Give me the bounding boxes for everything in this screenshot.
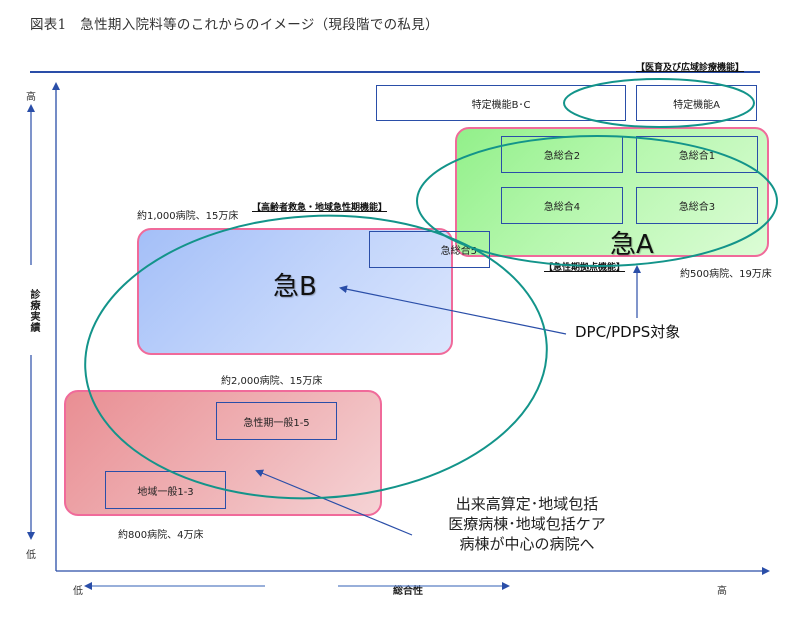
y-axis-high-label: 高 xyxy=(26,92,36,103)
note-arrow-to-general xyxy=(255,469,413,536)
zone-a-count: 約500病院、19万床 xyxy=(680,269,772,280)
dpc-ellipse-zone-b xyxy=(84,214,548,500)
dpc-ellipse-zone-a xyxy=(416,135,778,267)
zone-b-label: 急B xyxy=(273,272,317,302)
note-line: 出来高算定･地域包括 xyxy=(455,495,599,513)
zone-acute-a xyxy=(455,127,769,257)
x-axis-low-label: 低 xyxy=(73,586,83,597)
zone-b-count: 約1,000病院、15万床 xyxy=(137,211,239,222)
zone-general xyxy=(64,390,382,516)
zone-a-label: 急A xyxy=(610,230,654,260)
category-label-elderly-emergency: 【高齢者救急・地域急性期機能】 xyxy=(252,203,388,213)
box-tokutei-a: 特定機能A xyxy=(636,85,757,121)
box-kyusogo-5: 急総合5 xyxy=(369,231,490,268)
y-axis-label: 診療実績 xyxy=(28,289,39,333)
dpc-arrow-to-zone-b xyxy=(339,285,567,335)
box-acute-general: 急性期一般1-5 xyxy=(216,402,337,440)
note-line: 病棟が中心の病院へ xyxy=(459,535,595,553)
category-label-medical-education: 【医育及び広域診療機能】 xyxy=(636,63,745,73)
box-kyusogo-3: 急総合3 xyxy=(636,187,758,224)
box-kyusogo-4: 急総合4 xyxy=(501,187,623,224)
community-general-count: 約800病院、4万床 xyxy=(118,530,204,541)
x-axis-high-label: 高 xyxy=(717,586,727,597)
acute-general-count: 約2,000病院、15万床 xyxy=(221,376,323,387)
box-kyusogo-1: 急総合1 xyxy=(636,136,758,173)
y-axis-low-label: 低 xyxy=(26,550,36,561)
note-line: 医療病棟･地域包括ケア xyxy=(448,515,606,533)
x-axis-label: 総合性 xyxy=(393,586,423,597)
category-label-acute-base: 【急性期拠点機能】 xyxy=(544,263,626,273)
transition-note: 出来高算定･地域包括 医療病棟･地域包括ケア 病棟が中心の病院へ xyxy=(412,494,642,554)
top-divider-line xyxy=(30,71,760,73)
box-tokutei-bc: 特定機能B･C xyxy=(376,85,626,121)
dpc-annotation: DPC/PDPS対象 xyxy=(575,323,681,341)
figure-title: 図表1 急性期入院料等のこれからのイメージ（現段階での私見） xyxy=(30,17,439,33)
zone-acute-b xyxy=(137,228,453,355)
dpc-ellipse-tokutei-a xyxy=(563,78,755,128)
